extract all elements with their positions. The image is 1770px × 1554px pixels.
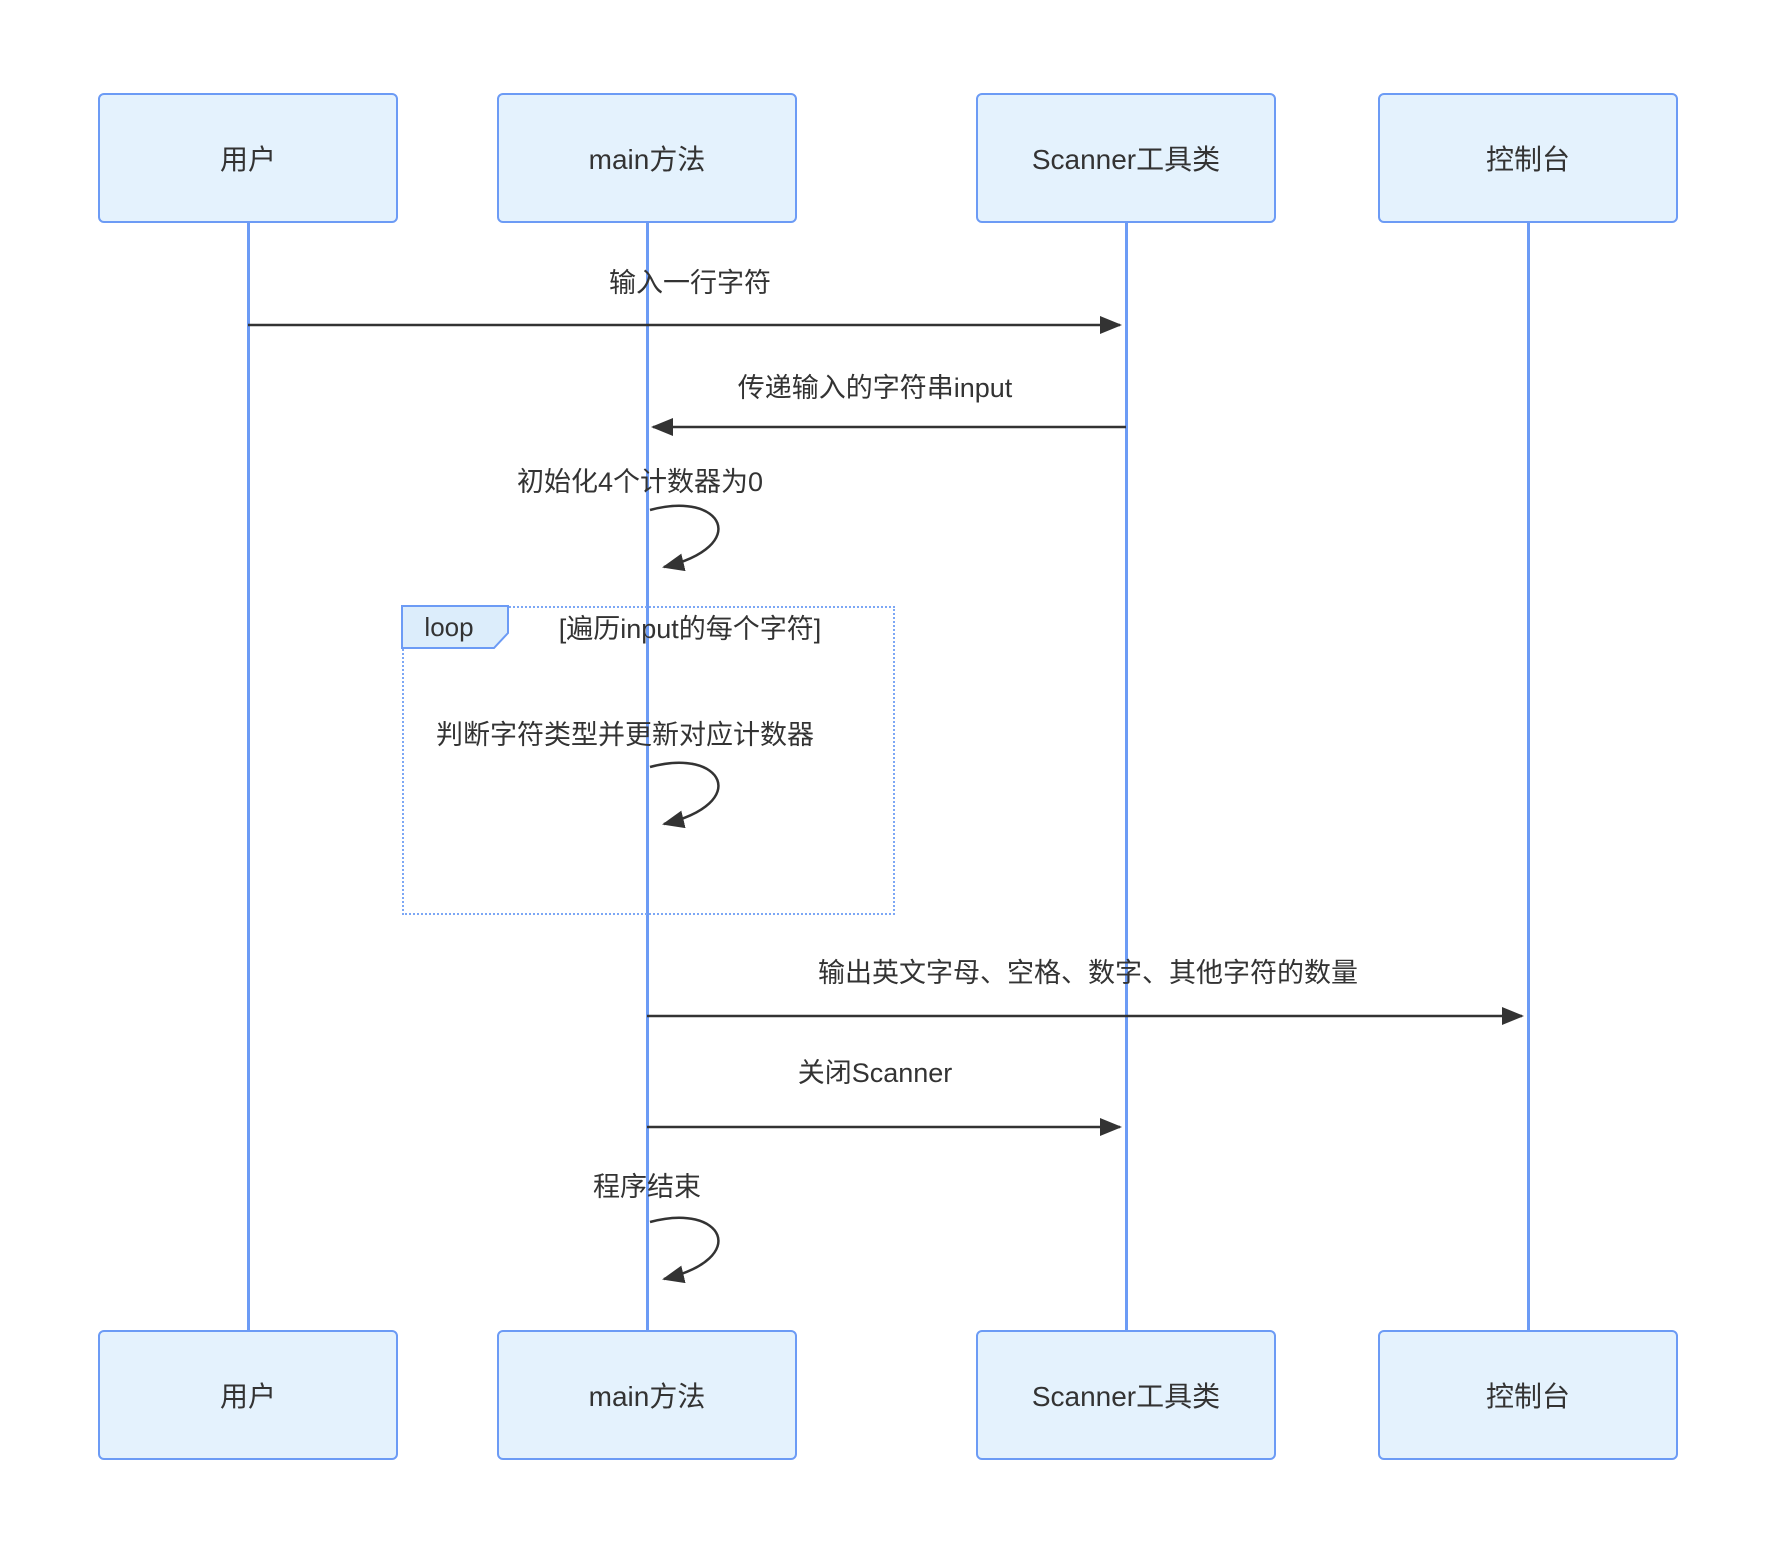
message-label: 输入一行字符	[609, 268, 771, 298]
lifeline-scanner	[1124, 223, 1128, 1330]
actor-user-label: 用户	[219, 1381, 276, 1412]
self-loop-classify-char	[649, 761, 720, 829]
lifeline-user	[246, 223, 250, 1330]
loop-frame	[402, 606, 895, 915]
actor-scanner-bottom: Scanner工具类	[976, 1330, 1276, 1460]
lifeline-main	[645, 223, 649, 1330]
loop-condition: [遍历input的每个字符]	[558, 614, 822, 644]
actor-console-label: 控制台	[1485, 1381, 1570, 1412]
loop-label-tag	[401, 605, 509, 649]
actor-main-label: main方法	[588, 1381, 706, 1412]
actor-user-top: 用户	[98, 93, 398, 223]
message-label: 关闭Scanner	[797, 1058, 953, 1088]
message-label: 输出英文字母、空格、数字、其他字符的数量	[818, 958, 1358, 988]
message-label: 程序结束	[593, 1172, 701, 1202]
self-loop-program-end	[649, 1216, 720, 1284]
lifeline-console	[1526, 223, 1530, 1330]
actor-user-bottom: 用户	[98, 1330, 398, 1460]
actor-scanner-label: Scanner工具类	[1031, 144, 1221, 175]
actor-main-label: main方法	[588, 144, 706, 175]
message-label: 初始化4个计数器为0	[516, 467, 764, 497]
actor-scanner-label: Scanner工具类	[1031, 1381, 1221, 1412]
actor-console-label: 控制台	[1485, 144, 1570, 175]
self-loop-init-counters	[649, 504, 720, 572]
actor-console-bottom: 控制台	[1378, 1330, 1678, 1460]
message-label: 传递输入的字符串input	[737, 373, 1013, 403]
loop-label: loop	[424, 611, 474, 642]
actor-scanner-top: Scanner工具类	[976, 93, 1276, 223]
actor-user-label: 用户	[219, 144, 276, 175]
actor-main-top: main方法	[497, 93, 797, 223]
actor-main-bottom: main方法	[497, 1330, 797, 1460]
actor-console-top: 控制台	[1378, 93, 1678, 223]
message-label: 判断字符类型并更新对应计数器	[436, 720, 814, 750]
